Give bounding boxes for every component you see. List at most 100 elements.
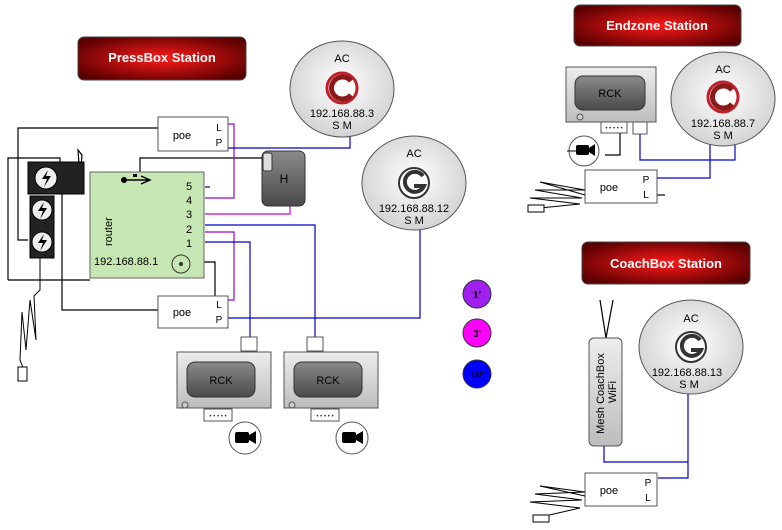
poe-injector: poe P L: [584, 169, 658, 204]
poe-l-port: L: [643, 190, 649, 201]
mesh-label-line: Mesh CoachBox: [595, 353, 607, 434]
mesh-label-line: WiFi: [607, 381, 619, 403]
cable-legend-label: 1': [473, 290, 481, 301]
mesh-label: Mesh CoachBox WiFi: [595, 350, 619, 434]
router-label: router: [103, 217, 115, 246]
ap-label: AC: [715, 64, 730, 76]
router-port: 4: [186, 195, 192, 207]
power-outlet-icon: [31, 231, 53, 253]
poe-label: poe: [173, 307, 191, 319]
poe-injector: poe L P: [157, 295, 229, 329]
endzone-title-text: Endzone Station: [606, 18, 708, 33]
power-outlet-icon: [31, 199, 53, 221]
ethernet-port-icon: [632, 121, 648, 135]
svg-text:• • • • •: • • • • •: [209, 414, 226, 420]
rck-unit: RCK • • • • •: [283, 336, 379, 455]
poe-p-port: P: [216, 138, 223, 149]
rck-label: RCK: [316, 375, 340, 387]
rck-unit: RCK • • • • •: [176, 336, 272, 455]
power-outlet-icon: [34, 166, 58, 190]
rck-unit: RCK • • • • •: [565, 66, 657, 167]
pressbox-title: PressBox Station: [77, 36, 247, 81]
poe-router-wire: [205, 123, 235, 199]
wires: [7, 123, 736, 479]
plug-icon: [17, 366, 28, 382]
poe-p-port: P: [643, 175, 650, 186]
ap-wire: [657, 140, 711, 179]
access-point: AC 192.168.88.7 S M: [670, 51, 776, 147]
poe-label: poe: [173, 130, 191, 142]
power-wire: [17, 127, 158, 241]
access-point: AC 192.168.88.12 S M: [361, 135, 467, 231]
router-port: 2: [186, 224, 192, 236]
c-logo-icon: [325, 71, 359, 105]
router: router 5 4 3 2 1 192.168.88.1: [89, 171, 205, 279]
coachbox-title-text: CoachBox Station: [610, 256, 722, 271]
mesh-antenna: [599, 299, 614, 339]
plug-icon: [532, 514, 550, 523]
svg-text:• • • • •: • • • • •: [605, 126, 622, 132]
router-usb-wire: [139, 157, 270, 175]
rck-wire: [205, 241, 251, 338]
svg-text:• • • • •: • • • • •: [316, 414, 333, 420]
c-logo-icon: [706, 80, 740, 114]
ap-wire: [228, 225, 421, 319]
poe-label: poe: [600, 182, 618, 194]
cable-legend-item: 1': [462, 279, 492, 309]
antenna-port-icon: [288, 401, 296, 409]
poe-label: poe: [600, 485, 618, 497]
mesh-wifi-unit: Mesh CoachBox WiFi: [588, 337, 623, 447]
router-port: 3: [186, 209, 192, 221]
g-logo-icon: [675, 331, 707, 363]
cable-legend-item: 10': [462, 359, 492, 389]
ap-ports: S M: [332, 120, 352, 132]
poe-p-port: P: [645, 478, 652, 489]
g-logo-icon: [398, 167, 430, 199]
poe-injector: poe L P: [157, 116, 229, 152]
ap-ports: S M: [404, 215, 424, 227]
pressbox-title-text: PressBox Station: [108, 50, 216, 65]
rck-label: RCK: [209, 375, 233, 387]
coachbox-title: CoachBox Station: [581, 241, 751, 285]
poe-l-port: L: [645, 493, 651, 504]
poe-injector: poe P L: [584, 472, 658, 507]
access-point: AC 192.168.88.3 S M: [289, 40, 395, 138]
power-wire: [605, 130, 621, 156]
power-strip: [17, 161, 85, 382]
hub-label: H: [280, 172, 289, 186]
mesh-wire: [603, 445, 688, 463]
camera-icon: [335, 421, 369, 455]
power-cord-icon: [19, 258, 41, 371]
cable-legend-item: 3': [462, 318, 492, 348]
ethernet-port-icon: [306, 336, 324, 352]
ap-ip: 192.168.88.7: [691, 118, 755, 130]
rck-label: RCK: [598, 88, 622, 100]
cable-legend-label: 3': [473, 329, 481, 340]
antenna-port-icon: [576, 113, 584, 121]
ap-label: AC: [334, 53, 349, 65]
camera-icon: [228, 421, 262, 455]
hub: H: [261, 150, 306, 207]
ap-ip: 192.168.88.13: [652, 367, 722, 379]
ap-label: AC: [406, 148, 421, 160]
rck-wire: [205, 224, 316, 338]
antenna-port-icon: [181, 401, 189, 409]
ap-label: AC: [683, 313, 698, 325]
poe-l-port: L: [216, 123, 222, 134]
router-port: 1: [186, 238, 192, 250]
ap-wire: [639, 130, 736, 161]
ap-ports: S M: [679, 379, 699, 391]
power-port-icon: [171, 254, 191, 274]
ap-ip: 192.168.88.3: [310, 108, 374, 120]
usb-icon: [121, 174, 152, 185]
access-point: AC 192.168.88.13 S M: [638, 299, 744, 395]
power-cord-icon: [529, 181, 586, 517]
cable-legend: 1' 3' 10': [462, 279, 492, 389]
poe-p-port: P: [216, 315, 223, 326]
poe-router-wire: [205, 231, 235, 301]
poe-l-port: L: [216, 300, 222, 311]
ap-ip: 192.168.88.12: [379, 203, 449, 215]
router-ip: 192.168.88.1: [94, 256, 158, 268]
serial-connector-icon: • • • • •: [310, 408, 340, 422]
